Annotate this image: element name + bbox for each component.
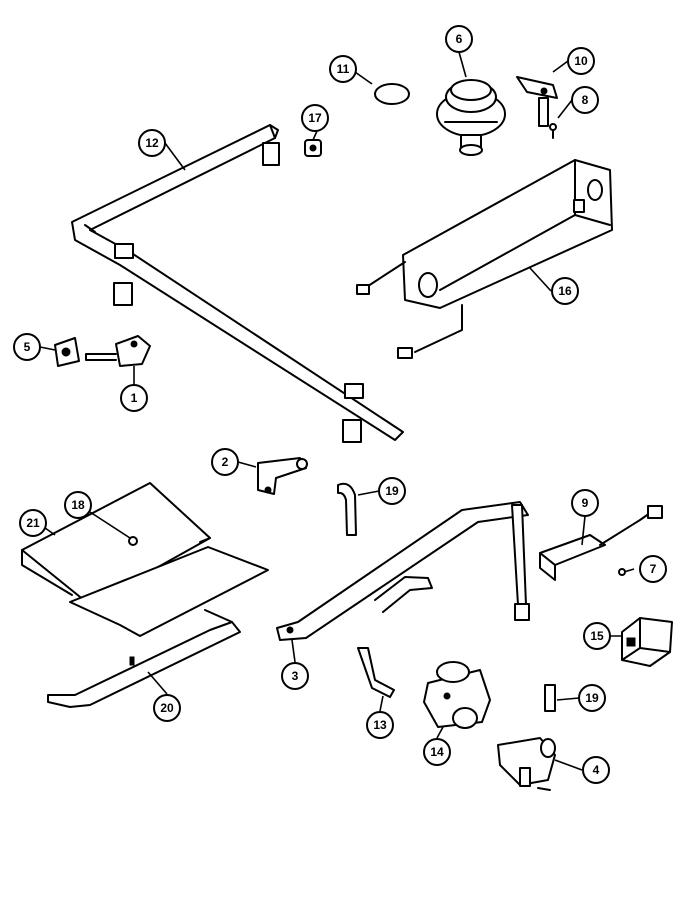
callout-18: 18 bbox=[64, 491, 92, 519]
rubber-tube-part bbox=[337, 482, 357, 536]
callout-label: 2 bbox=[222, 455, 229, 469]
callout-4: 4 bbox=[582, 756, 610, 784]
shield-bracket-part bbox=[47, 609, 241, 708]
callout-label: 17 bbox=[308, 111, 322, 125]
spark-electrode-part bbox=[85, 335, 151, 367]
callout-label: 8 bbox=[582, 93, 589, 107]
sleeve-part bbox=[544, 684, 556, 712]
callout-10: 10 bbox=[567, 47, 595, 75]
callout-20: 20 bbox=[153, 694, 181, 722]
callout-11: 11 bbox=[329, 55, 357, 83]
callout-9: 9 bbox=[571, 489, 599, 517]
flex-tube-part bbox=[357, 647, 395, 698]
callout-label: 6 bbox=[456, 32, 463, 46]
valve-part bbox=[497, 737, 556, 791]
bracket-2-part bbox=[257, 457, 308, 495]
callout-1: 1 bbox=[120, 384, 148, 412]
callout-7: 7 bbox=[639, 555, 667, 583]
callout-label: 7 bbox=[650, 562, 657, 576]
callout-8: 8 bbox=[571, 86, 599, 114]
callout-label: 18 bbox=[71, 498, 85, 512]
callout-16: 16 bbox=[551, 277, 579, 305]
callout-label: 14 bbox=[430, 745, 444, 759]
orifice-part bbox=[304, 139, 322, 157]
callout-12: 12 bbox=[138, 129, 166, 157]
callout-label: 9 bbox=[582, 496, 589, 510]
callout-label: 16 bbox=[558, 284, 572, 298]
burner-head-part bbox=[436, 79, 506, 156]
callout-14: 14 bbox=[423, 738, 451, 766]
callout-label: 12 bbox=[145, 136, 159, 150]
callout-label: 15 bbox=[590, 629, 604, 643]
regulator-part bbox=[423, 661, 491, 729]
callout-15: 15 bbox=[583, 622, 611, 650]
callout-19-upper: 19 bbox=[378, 477, 406, 505]
clip-part bbox=[54, 337, 80, 367]
callout-label: 4 bbox=[593, 763, 600, 777]
callout-17: 17 bbox=[301, 104, 329, 132]
spark-module-part bbox=[539, 505, 663, 581]
bracket-part bbox=[516, 76, 558, 127]
callout-21: 21 bbox=[19, 509, 47, 537]
callout-3: 3 bbox=[281, 662, 309, 690]
o-ring-part bbox=[374, 83, 410, 105]
callout-5: 5 bbox=[13, 333, 41, 361]
callout-6: 6 bbox=[445, 25, 473, 53]
burner-base-part bbox=[356, 159, 613, 359]
callout-label: 1 bbox=[131, 391, 138, 405]
manifold-tube-part bbox=[71, 124, 404, 443]
callout-label: 11 bbox=[337, 62, 350, 76]
screw-18-part bbox=[128, 536, 138, 546]
callout-13: 13 bbox=[366, 711, 394, 739]
callout-label: 19 bbox=[585, 691, 599, 705]
callout-label: 20 bbox=[160, 701, 174, 715]
callout-label: 3 bbox=[292, 669, 299, 683]
callout-label: 10 bbox=[574, 54, 588, 68]
screw-part bbox=[549, 123, 557, 139]
heat-shield-part bbox=[21, 482, 269, 637]
callout-label: 19 bbox=[385, 484, 399, 498]
callout-2: 2 bbox=[211, 448, 239, 476]
callout-label: 5 bbox=[24, 340, 31, 354]
ignitor-box-part bbox=[621, 617, 673, 667]
leader-lines bbox=[37, 51, 635, 771]
valve-tube-part bbox=[276, 501, 530, 641]
callout-label: 13 bbox=[373, 718, 387, 732]
callout-label: 21 bbox=[26, 516, 40, 530]
callout-19-lower: 19 bbox=[578, 684, 606, 712]
